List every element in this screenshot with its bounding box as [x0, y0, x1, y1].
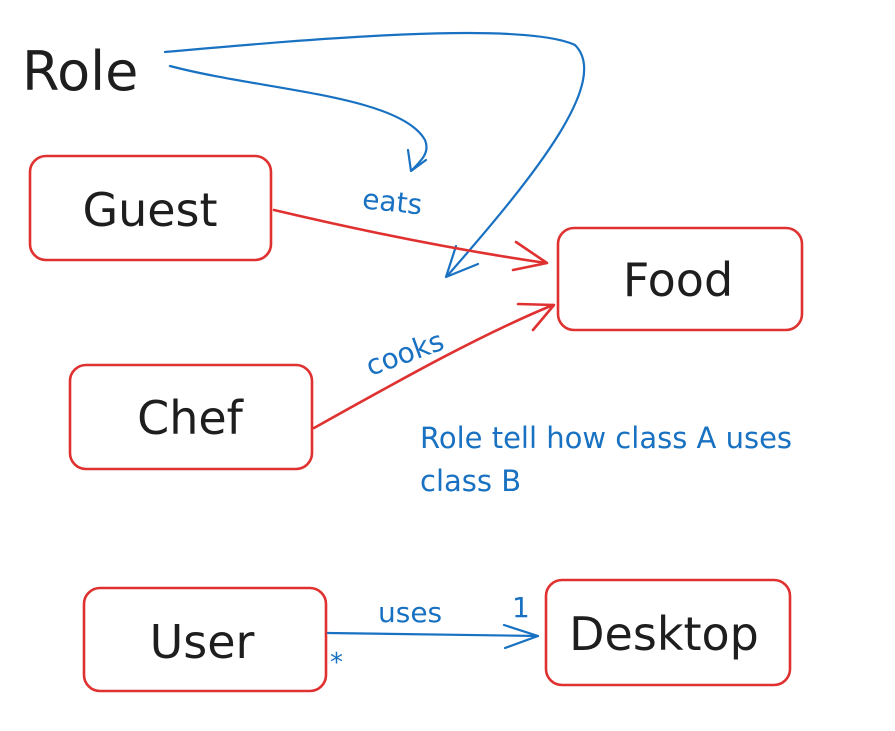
desktop-node[interactable]: Desktop	[544, 578, 792, 687]
chef-label: Chef	[137, 391, 245, 445]
food-node[interactable]: Food	[556, 226, 804, 332]
guest-label: Guest	[82, 183, 217, 237]
guest-box	[28, 154, 273, 262]
guest-node[interactable]: Guest	[28, 154, 273, 262]
user-box	[82, 586, 328, 693]
desktop-label: Desktop	[569, 607, 759, 661]
food-box	[556, 226, 804, 332]
guest-food-arrowhead	[511, 240, 549, 272]
note-line-1: Role tell how class A uses	[420, 421, 792, 455]
guest-food-edge	[272, 208, 548, 265]
chef-food-arrowhead	[516, 302, 556, 332]
desktop-multiplicity: 1	[512, 591, 530, 624]
role-pointer-to-eats	[168, 64, 428, 172]
user-multiplicity: *	[330, 648, 343, 678]
desktop-box	[544, 578, 792, 687]
user-label: User	[150, 615, 255, 669]
user-desktop-arrowhead	[502, 623, 540, 650]
chef-food-edge	[312, 303, 555, 430]
food-label: Food	[623, 253, 733, 307]
guest-food-role-label: eats	[361, 182, 424, 221]
role-pointer-to-cooks	[163, 31, 586, 277]
user-desktop-edge	[326, 631, 540, 638]
user-node[interactable]: User	[82, 586, 328, 693]
role-pointer-to-cooks-arrowhead	[444, 244, 480, 279]
chef-food-role-label: cooks	[361, 324, 448, 383]
note-line-2: class B	[420, 464, 521, 498]
role-pointer-to-eats-arrowhead	[406, 148, 428, 173]
chef-box	[68, 363, 314, 471]
diagram-title: Role	[22, 40, 138, 103]
user-desktop-role-label: uses	[378, 596, 442, 629]
chef-node[interactable]: Chef	[68, 363, 314, 471]
